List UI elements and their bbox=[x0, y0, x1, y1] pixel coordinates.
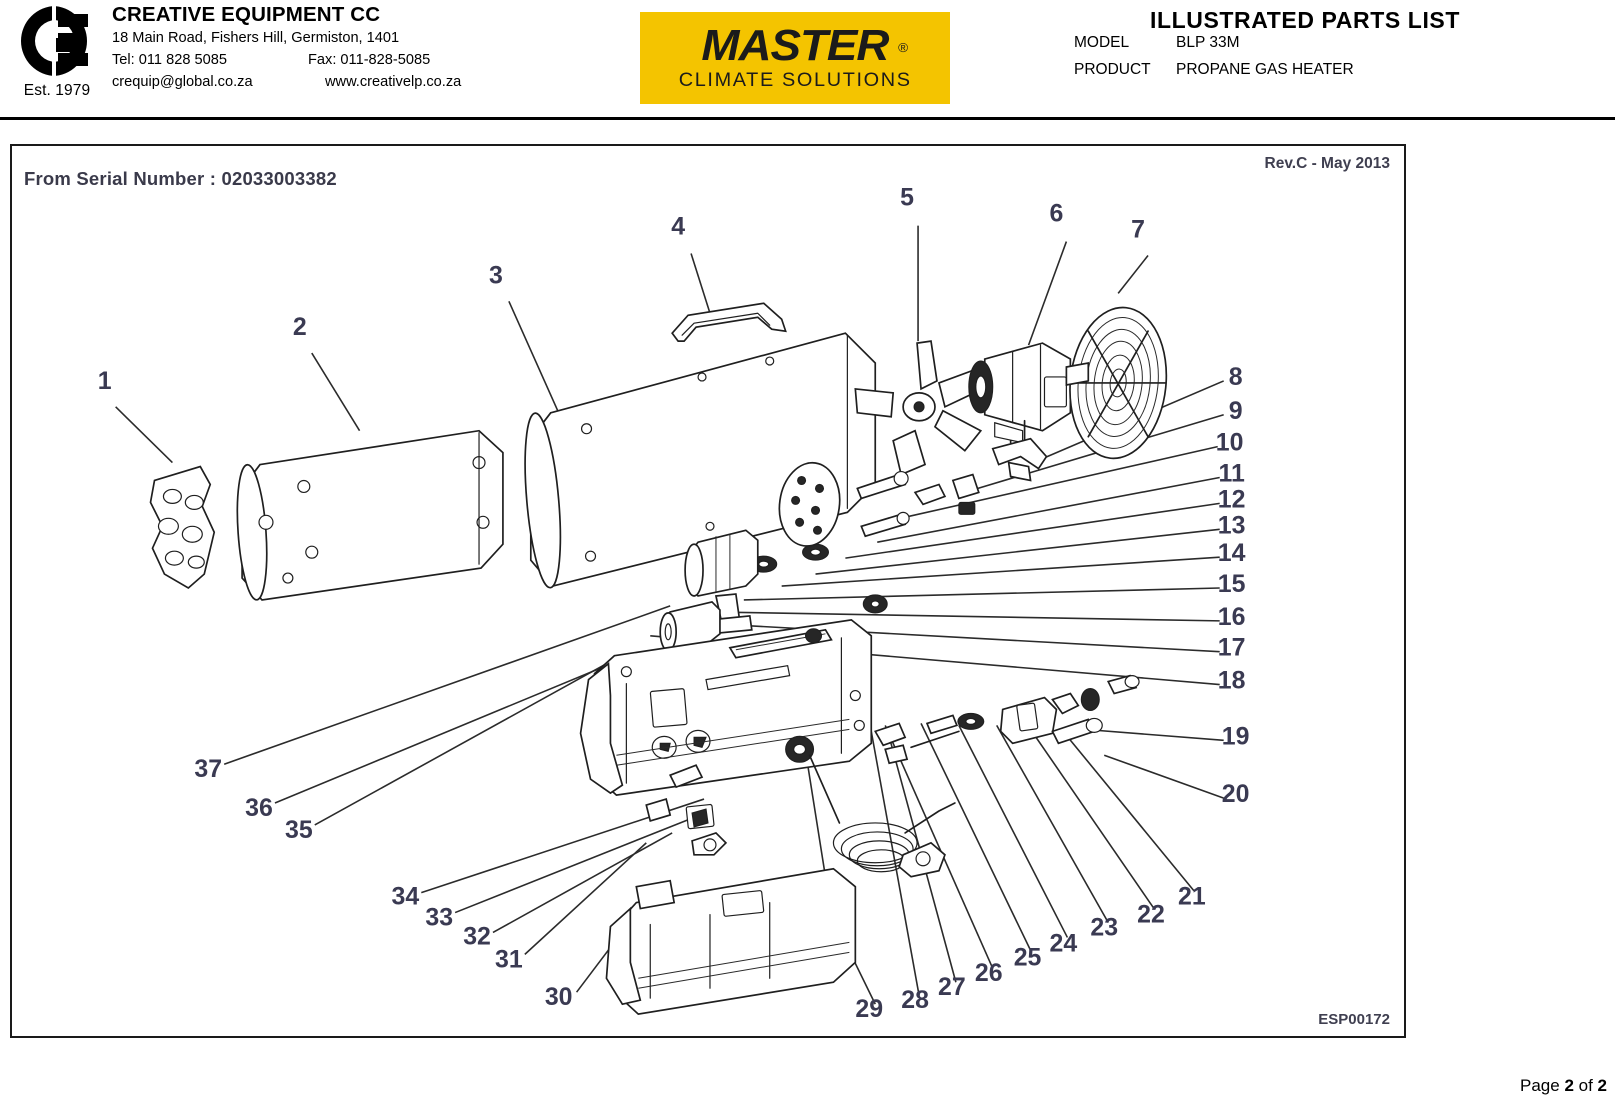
ce-monogram-icon bbox=[21, 4, 88, 78]
company-website[interactable]: www.creativelp.co.za bbox=[325, 74, 462, 90]
callout-number: 20 bbox=[1222, 780, 1250, 808]
company-fax: Fax: 011-828-5085 bbox=[308, 52, 431, 68]
company-details: CREATIVE EQUIPMENT CC 18 Main Road, Fish… bbox=[112, 2, 632, 93]
callout-number: 25 bbox=[1014, 943, 1042, 971]
callout-number: 1 bbox=[98, 367, 112, 395]
part-2-rear-housing bbox=[236, 429, 504, 601]
product-label: PRODUCT bbox=[1074, 61, 1151, 78]
part-6-fan-motor bbox=[968, 342, 1072, 444]
master-brand-logo: MASTER ® CLIMATE SOLUTIONS bbox=[640, 12, 950, 104]
company-tel: Tel: 011 828 5085 bbox=[112, 52, 227, 68]
callout-numbers: 1234567891011121314151617181920212223242… bbox=[98, 184, 1250, 1023]
callout-number: 22 bbox=[1137, 901, 1165, 929]
callout-number: 32 bbox=[463, 922, 491, 950]
company-address: 18 Main Road, Fishers Hill, Germiston, 1… bbox=[112, 30, 400, 46]
callout-number: 9 bbox=[1229, 397, 1243, 425]
company-email[interactable]: crequip@global.co.za bbox=[112, 74, 253, 90]
valve-cluster bbox=[645, 674, 1140, 856]
callout-number: 31 bbox=[495, 945, 523, 973]
page-title: ILLUSTRATED PARTS LIST bbox=[1149, 7, 1461, 33]
callout-number: 12 bbox=[1218, 485, 1246, 513]
page-middle: of bbox=[1573, 1076, 1598, 1095]
title-block: ILLUSTRATED PARTS LIST MODEL BLP 33M PRO… bbox=[1000, 6, 1610, 88]
product-value: PROPANE GAS HEATER bbox=[1176, 61, 1354, 78]
callout-number: 29 bbox=[855, 995, 883, 1023]
model-label: MODEL bbox=[1074, 34, 1130, 51]
callout-number: 17 bbox=[1218, 634, 1246, 662]
exploded-parts-diagram: From Serial Number : 02033003382 Rev.C -… bbox=[10, 144, 1406, 1038]
bottom-shroud bbox=[605, 867, 857, 1015]
master-tagline: CLIMATE SOLUTIONS bbox=[678, 69, 912, 91]
callout-number: 23 bbox=[1090, 913, 1118, 941]
master-wordmark-text: MASTER bbox=[701, 21, 890, 70]
callout-number: 35 bbox=[285, 816, 313, 844]
company-logo: Est. 1979 bbox=[8, 2, 106, 108]
callout-number: 2 bbox=[293, 313, 307, 341]
meta-row-product: PRODUCT PROPANE GAS HEATER bbox=[1000, 61, 1610, 88]
established-label: Est. 1979 bbox=[23, 82, 91, 99]
callout-number: 14 bbox=[1218, 539, 1246, 567]
callout-number: 8 bbox=[1229, 363, 1243, 391]
page-total: 2 bbox=[1597, 1076, 1607, 1095]
small-fasteners-upper bbox=[750, 470, 910, 614]
callout-number: 11 bbox=[1218, 459, 1244, 487]
company-name: CREATIVE EQUIPMENT CC bbox=[112, 3, 381, 26]
gas-hose-coil bbox=[832, 802, 956, 878]
callout-number: 6 bbox=[1050, 200, 1064, 228]
document-header: Est. 1979 CREATIVE EQUIPMENT CC 18 Main … bbox=[0, 0, 1615, 120]
callout-number: 37 bbox=[194, 755, 222, 783]
callout-number: 19 bbox=[1222, 722, 1250, 750]
callout-number: 34 bbox=[392, 883, 420, 911]
page-current: 2 bbox=[1564, 1076, 1574, 1095]
callout-number: 5 bbox=[900, 184, 914, 212]
callout-number: 26 bbox=[975, 959, 1003, 987]
meta-row-model: MODEL BLP 33M bbox=[1000, 34, 1610, 61]
burner-disc bbox=[778, 461, 841, 547]
callout-number: 27 bbox=[938, 973, 966, 1001]
part-1-burner-spacer bbox=[149, 465, 216, 590]
callout-number: 18 bbox=[1218, 667, 1246, 695]
drawing-code: ESP00172 bbox=[1318, 1011, 1390, 1028]
callout-number: 4 bbox=[671, 213, 685, 241]
callout-number: 30 bbox=[545, 983, 573, 1011]
callout-number: 33 bbox=[425, 903, 453, 931]
callout-number: 13 bbox=[1218, 511, 1246, 539]
master-wordmark: MASTER ® bbox=[701, 21, 909, 70]
part-7-fan-guard bbox=[1065, 306, 1168, 460]
callout-number: 21 bbox=[1178, 883, 1206, 911]
callout-number: 24 bbox=[1050, 929, 1078, 957]
main-chassis bbox=[579, 618, 873, 796]
header-divider bbox=[0, 117, 1615, 120]
callout-number: 36 bbox=[245, 794, 273, 822]
callout-number: 15 bbox=[1218, 570, 1246, 598]
callout-number: 3 bbox=[489, 261, 503, 289]
registered-trademark-icon: ® bbox=[898, 40, 908, 55]
model-value: BLP 33M bbox=[1176, 34, 1240, 51]
callout-number: 28 bbox=[901, 986, 929, 1014]
page-prefix: Page bbox=[1520, 1076, 1565, 1095]
part-4-carry-handle bbox=[671, 302, 787, 342]
callout-number: 10 bbox=[1216, 429, 1244, 457]
callout-number: 16 bbox=[1218, 603, 1246, 631]
part-8-9-brackets bbox=[913, 437, 1048, 515]
diagram-artwork: .ln { stroke:#1f1f1f; stroke-width:1.7; … bbox=[98, 184, 1250, 1023]
callout-number: 7 bbox=[1131, 216, 1145, 244]
revision-note: Rev.C - May 2013 bbox=[1264, 155, 1391, 172]
serial-number-note: From Serial Number : 02033003382 bbox=[24, 168, 337, 189]
page-footer: Page 2 of 2 bbox=[1520, 1076, 1607, 1096]
